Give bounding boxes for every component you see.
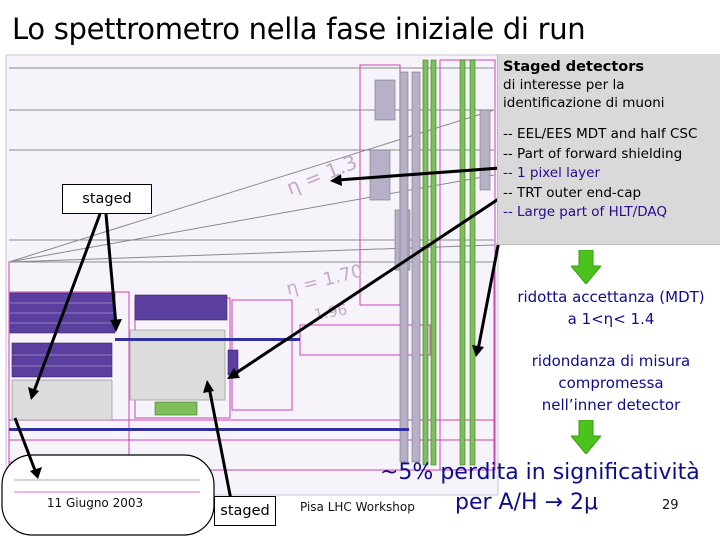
staged-label-top: staged (62, 184, 152, 214)
staged-list-item: -- EEL/EES MDT and half CSC (503, 126, 698, 142)
staged-list-item: -- 1 pixel layer (503, 165, 601, 181)
footer-workshop: Pisa LHC Workshop (300, 500, 415, 514)
footer-oval (1, 454, 215, 536)
redundancy-line-1: ridondanza di misura (531, 352, 691, 370)
slide-title: Lo spettrometro nella fase iniziale di r… (12, 12, 586, 46)
acceptance-line-2: a 1<η< 1.4 (567, 310, 655, 328)
purple-chambers (9, 292, 239, 378)
conclusion-text: ~5% perdita in significatività per A/H →… (360, 458, 718, 518)
green-down-arrow-icon (571, 250, 601, 284)
staged-list: -- EEL/EES MDT and half CSC -- Part of f… (503, 125, 720, 223)
staged-detectors-callout: Staged detectors di interesse per la ide… (497, 54, 720, 245)
callout-subheading-2: identificazione di muoni (503, 95, 665, 111)
redundancy-note: ridondanza di misura compromessa nell’in… (505, 350, 717, 416)
redundancy-line-3: nell’inner detector (541, 396, 681, 414)
callout-arrows (13, 166, 504, 506)
staged-list-item: -- Part of forward shielding (503, 145, 683, 162)
conclusion-line-2: per A/H → 2μ (455, 490, 598, 515)
staged-label-bottom: staged (214, 496, 276, 526)
conclusion-line-1: ~5% perdita in significatività (380, 460, 700, 485)
redundancy-line-2: compromessa (558, 374, 664, 392)
spectrometer-drawing: η = 1.3 η = 1.70 1.96 (1, 54, 504, 536)
green-down-arrow-icon (571, 420, 601, 454)
acceptance-line-1: ridotta accettanza (MDT) (517, 288, 705, 306)
staged-list-item: -- TRT outer end-cap (503, 184, 642, 201)
callout-heading: Staged detectors (503, 59, 645, 75)
footer-date: 11 Giugno 2003 (46, 496, 144, 510)
staged-list-item: -- Large part of HLT/DAQ (503, 204, 667, 220)
green-chambers (154, 59, 476, 466)
acceptance-note: ridotta accettanza (MDT) a 1<η< 1.4 (505, 286, 717, 330)
callout-subheading-1: di interesse per la (503, 77, 625, 93)
page-number: 29 (662, 498, 679, 513)
